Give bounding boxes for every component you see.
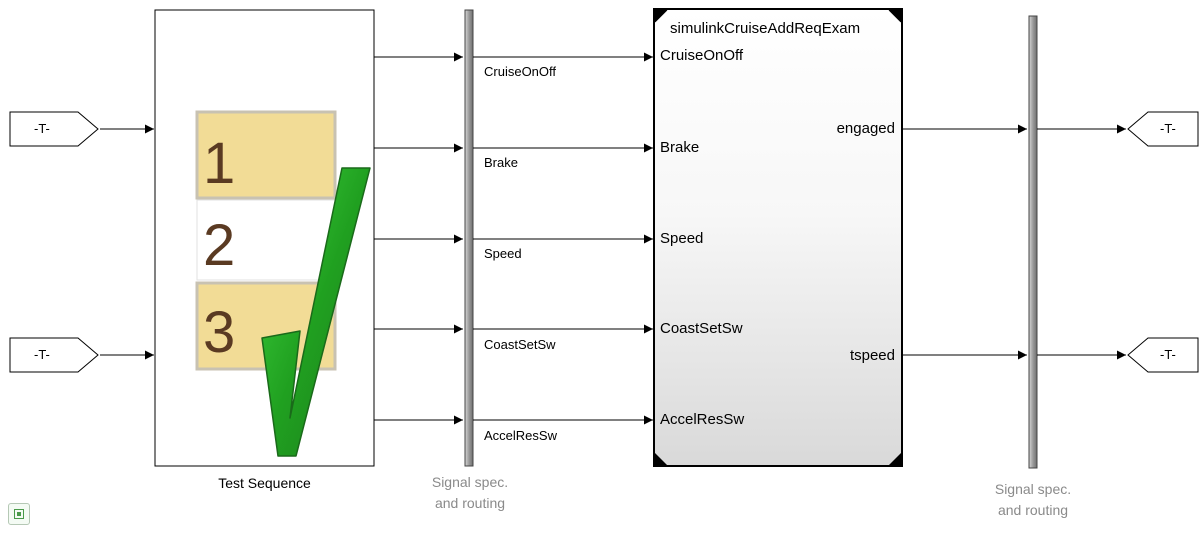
bus-annotation-line: and routing xyxy=(434,495,506,511)
input-port-label: Speed xyxy=(660,230,704,247)
signal-spec-bus-left[interactable] xyxy=(464,9,474,467)
model-reference-block[interactable] xyxy=(653,8,903,467)
from-tag-bottom[interactable] xyxy=(9,337,99,373)
input-port-label: CoastSetSw xyxy=(660,320,743,337)
input-port-label: Brake xyxy=(660,139,700,156)
input-port-label: AccelResSw xyxy=(660,411,745,428)
signal-label: CruiseOnOff xyxy=(484,64,557,79)
signal-label: Brake xyxy=(484,155,518,170)
signal-label: AccelResSw xyxy=(484,428,557,443)
test-sequence-label: Test Sequence xyxy=(218,475,311,491)
from-tag-top-label: -T- xyxy=(34,121,50,136)
model-browser-icon[interactable] xyxy=(8,503,30,525)
green-checkmark-icon xyxy=(261,167,371,457)
output-port-label: engaged xyxy=(836,120,895,137)
goto-tag-bottom-label: -T- xyxy=(1160,347,1176,362)
bus-annotation-line: and routing xyxy=(997,502,1069,518)
step-number-1: 1 xyxy=(203,131,235,196)
bus-annotation-line: Signal spec. xyxy=(431,474,509,490)
output-port-label: tspeed xyxy=(849,347,895,364)
bus-annotation-left: Signal spec. and routing xyxy=(400,472,540,514)
goto-tag-top-label: -T- xyxy=(1160,121,1176,136)
step-number-2: 2 xyxy=(203,213,235,278)
bus-annotation-right: Signal spec. and routing xyxy=(963,479,1103,521)
from-tag-top[interactable] xyxy=(9,111,99,147)
from-tag-bottom-label: -T- xyxy=(34,347,50,362)
signal-label: Speed xyxy=(484,246,522,261)
goto-tag-bottom[interactable] xyxy=(1127,337,1199,373)
step-number-3: 3 xyxy=(203,300,235,365)
signal-label: CoastSetSw xyxy=(484,337,556,352)
model-block-title: simulinkCruiseAddReqExam xyxy=(670,20,861,37)
model-browser-icon-dot xyxy=(17,512,21,516)
signal-spec-bus-right[interactable] xyxy=(1028,15,1038,469)
goto-tag-top[interactable] xyxy=(1127,111,1199,147)
test-sequence-block[interactable]: 1 2 3 xyxy=(154,9,375,467)
input-port-label: CruiseOnOff xyxy=(660,47,744,64)
model-browser-icon-frame xyxy=(14,509,24,519)
bus-annotation-line: Signal spec. xyxy=(994,481,1072,497)
